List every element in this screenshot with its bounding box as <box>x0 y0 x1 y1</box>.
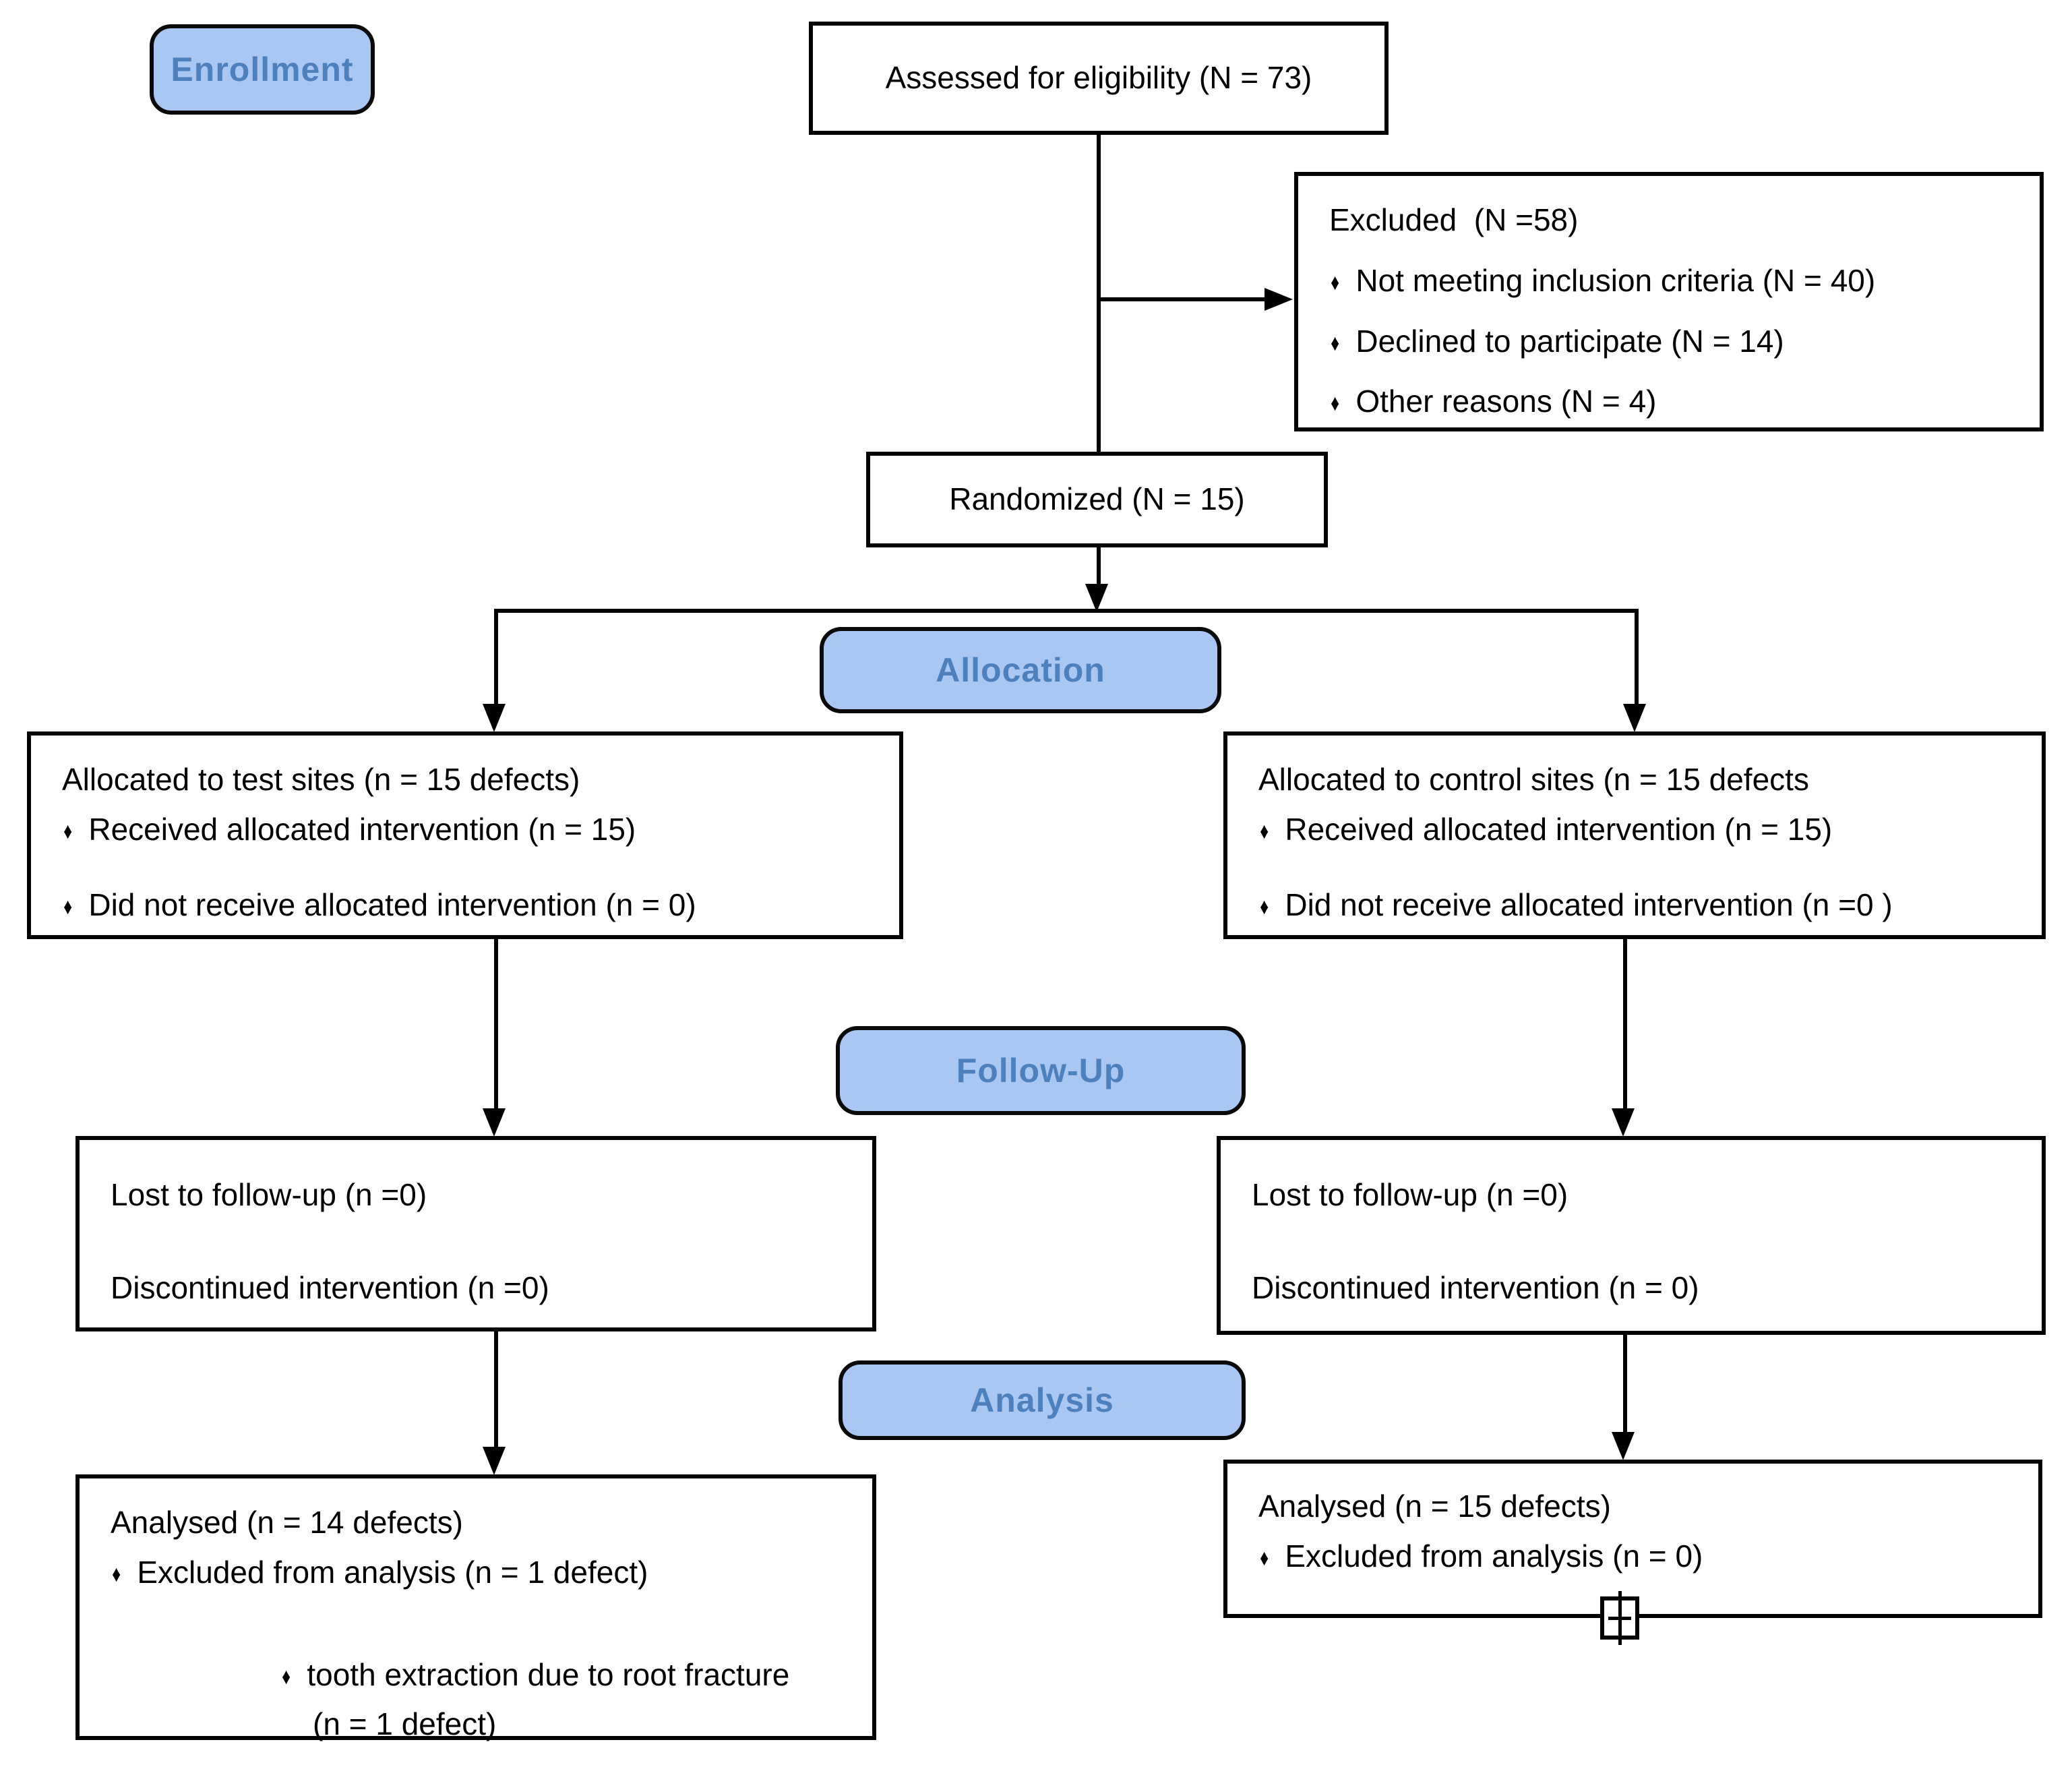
diamond-bullet-icon: ♦ <box>1260 1545 1269 1571</box>
arrowhead-down-control-allocation-icon <box>1623 704 1646 732</box>
allocated-control-title: Allocated to control sites (n = 15 defec… <box>1258 762 1809 797</box>
box-excluded: Excluded (N =58) ♦ Not meeting inclusion … <box>1294 172 2044 431</box>
stage-label-analysis: Analysis <box>970 1381 1114 1419</box>
analysed-control-item: ♦ Excluded from analysis (n = 0) <box>1258 1536 2018 1577</box>
excluded-title: Excluded (N =58) <box>1329 202 1579 237</box>
allocated-control-item: ♦ Received allocated intervention (n = 15… <box>1258 810 2021 850</box>
box-followup-control: Lost to follow-up (n =0) Discontinued in… <box>1217 1136 2046 1335</box>
connector-randomized-to-splitter <box>1097 547 1101 588</box>
allocated-test-item-text: Did not receive allocated intervention (… <box>88 887 696 922</box>
diamond-bullet-icon: ♦ <box>112 1561 121 1587</box>
stage-pill-followup: Follow-Up <box>836 1026 1246 1115</box>
allocated-control-item: ♦ Did not receive allocated intervention … <box>1258 885 2021 926</box>
analysed-test-title: Analysed (n = 14 defects) <box>111 1505 463 1540</box>
excluded-item: ♦ Other reasons (N = 4) <box>1329 382 2019 422</box>
randomized-text: Randomized (N = 15) <box>949 481 1245 517</box>
diamond-bullet-icon: ♦ <box>63 893 73 920</box>
box-followup-test: Lost to follow-up (n =0) Discontinued in… <box>75 1136 876 1331</box>
analysed-test-subitem-text: tooth extraction due to root fracture <box>307 1656 790 1692</box>
stage-label-followup: Follow-Up <box>956 1052 1126 1089</box>
excluded-item: ♦ Declined to participate (N = 14) <box>1329 322 2019 362</box>
diamond-bullet-icon: ♦ <box>1260 818 1269 844</box>
allocated-test-item: ♦ Received allocated intervention (n = 15… <box>62 810 879 850</box>
followup-test-line: Discontinued intervention (n =0) <box>111 1269 549 1305</box>
box-analysed-control: Analysed (n = 15 defects) ♦ Excluded from… <box>1223 1460 2042 1618</box>
arrowhead-down-control-analysis-icon <box>1612 1432 1635 1460</box>
assessed-text: Assessed for eligibility (N = 73) <box>885 60 1312 96</box>
expand-plus-handle[interactable] <box>1600 1591 1639 1645</box>
arrowhead-down-control-followup-icon <box>1612 1108 1635 1137</box>
connector-branch-to-excluded <box>1099 297 1271 301</box>
stage-pill-allocation: Allocation <box>820 627 1221 713</box>
diamond-bullet-icon: ♦ <box>63 818 73 844</box>
box-analysed-test: Analysed (n = 14 defects) ♦ Excluded from… <box>75 1474 876 1741</box>
followup-test-line: Lost to follow-up (n =0) <box>111 1177 427 1212</box>
followup-control-line: Lost to follow-up (n =0) <box>1252 1177 1568 1212</box>
connector-control-allocation-to-followup <box>1623 939 1627 1109</box>
excluded-item-text: Other reasons (N = 4) <box>1355 384 1657 419</box>
plus-icon <box>1608 1616 1631 1620</box>
excluded-item-text: Not meeting inclusion criteria (N = 40) <box>1355 262 1876 298</box>
allocated-test-item-text: Received allocated intervention (n = 15) <box>88 811 636 847</box>
allocated-control-item-text: Did not receive allocated intervention (… <box>1285 887 1893 922</box>
diamond-bullet-icon: ♦ <box>282 1663 291 1689</box>
analysed-test-subitem-cont: (n = 1 defect) <box>313 1706 497 1742</box>
arrowhead-right-excluded-icon <box>1264 288 1293 311</box>
arrowhead-down-splitter-icon <box>1085 584 1108 612</box>
connector-splitter-to-test-allocation <box>494 609 498 705</box>
allocated-test-title: Allocated to test sites (n = 15 defects) <box>62 762 580 797</box>
diamond-bullet-icon: ♦ <box>1331 269 1340 295</box>
followup-control-line: Discontinued intervention (n = 0) <box>1252 1269 1699 1305</box>
analysed-test-item-text: Excluded from analysis (n = 1 defect) <box>137 1554 648 1590</box>
arrowhead-down-test-followup-icon <box>483 1108 506 1137</box>
stage-label-enrollment: Enrollment <box>171 51 354 88</box>
box-randomized: Randomized (N = 15) <box>866 452 1328 547</box>
arrowhead-down-test-allocation-icon <box>483 704 506 732</box>
diamond-bullet-icon: ♦ <box>1260 893 1269 920</box>
stage-label-allocation: Allocation <box>936 651 1105 689</box>
box-allocated-test: Allocated to test sites (n = 15 defects)… <box>27 731 903 939</box>
analysed-control-title: Analysed (n = 15 defects) <box>1258 1489 1611 1524</box>
splitter-line <box>494 609 1639 613</box>
stage-pill-analysis: Analysis <box>839 1360 1246 1440</box>
analysed-test-item: ♦ Excluded from analysis (n = 1 defect) <box>111 1553 852 1593</box>
stage-pill-enrollment: Enrollment <box>150 24 375 115</box>
connector-test-followup-to-analysis <box>494 1331 498 1447</box>
excluded-item: ♦ Not meeting inclusion criteria (N = 40) <box>1329 261 2019 301</box>
connector-splitter-to-control-allocation <box>1635 609 1639 705</box>
connector-control-followup-to-analysis <box>1623 1335 1627 1433</box>
analysed-control-item-text: Excluded from analysis (n = 0) <box>1285 1538 1703 1574</box>
allocated-control-item-text: Received allocated intervention (n = 15) <box>1285 811 1833 847</box>
connector-test-allocation-to-followup <box>494 939 498 1109</box>
analysed-test-subitem: ♦ tooth extraction due to root fracture <box>280 1655 852 1696</box>
allocated-test-item: ♦ Did not receive allocated intervention … <box>62 885 879 926</box>
box-assessed-eligibility: Assessed for eligibility (N = 73) <box>809 22 1389 135</box>
connector-assessed-to-randomized <box>1097 135 1101 452</box>
box-allocated-control: Allocated to control sites (n = 15 defec… <box>1223 731 2046 939</box>
excluded-item-text: Declined to participate (N = 14) <box>1355 323 1784 359</box>
arrowhead-down-test-analysis-icon <box>483 1447 506 1475</box>
diamond-bullet-icon: ♦ <box>1331 330 1340 356</box>
diamond-bullet-icon: ♦ <box>1331 390 1340 417</box>
